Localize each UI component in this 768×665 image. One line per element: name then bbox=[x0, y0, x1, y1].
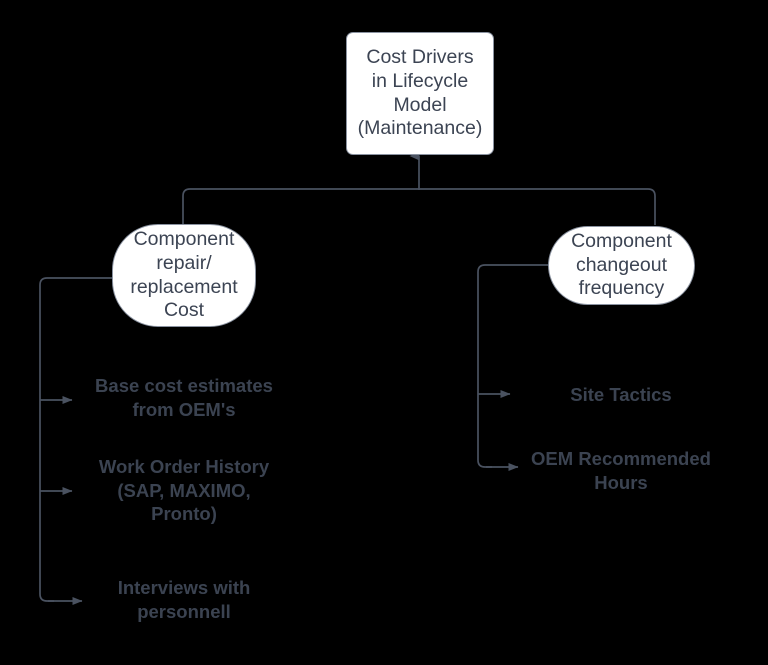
leaf-site-tactics: Site Tactics bbox=[570, 384, 672, 405]
node-component-repair-replacement-cost[interactable]: Component repair/ replacement Cost bbox=[112, 224, 256, 327]
connector-bus-to-branches bbox=[182, 188, 656, 225]
leaf-work-order-history: Work Order History (SAP, MAXIMO, Pronto) bbox=[98, 456, 270, 525]
leaf-oem-recommended-hours: OEM Recommended Hours bbox=[531, 448, 711, 493]
node-component-changeout-frequency[interactable]: Component changeout frequency bbox=[548, 226, 695, 305]
connector-left-branch-spine bbox=[39, 277, 112, 602]
leaf-base-cost-estimates: Base cost estimates from OEM's bbox=[95, 375, 273, 420]
node-cost-drivers-root[interactable]: Cost Drivers in Lifecycle Model (Mainten… bbox=[346, 32, 494, 155]
leaf-interviews-with-personnell: Interviews with personnell bbox=[117, 577, 251, 622]
connector-right-branch-spine bbox=[477, 264, 548, 468]
